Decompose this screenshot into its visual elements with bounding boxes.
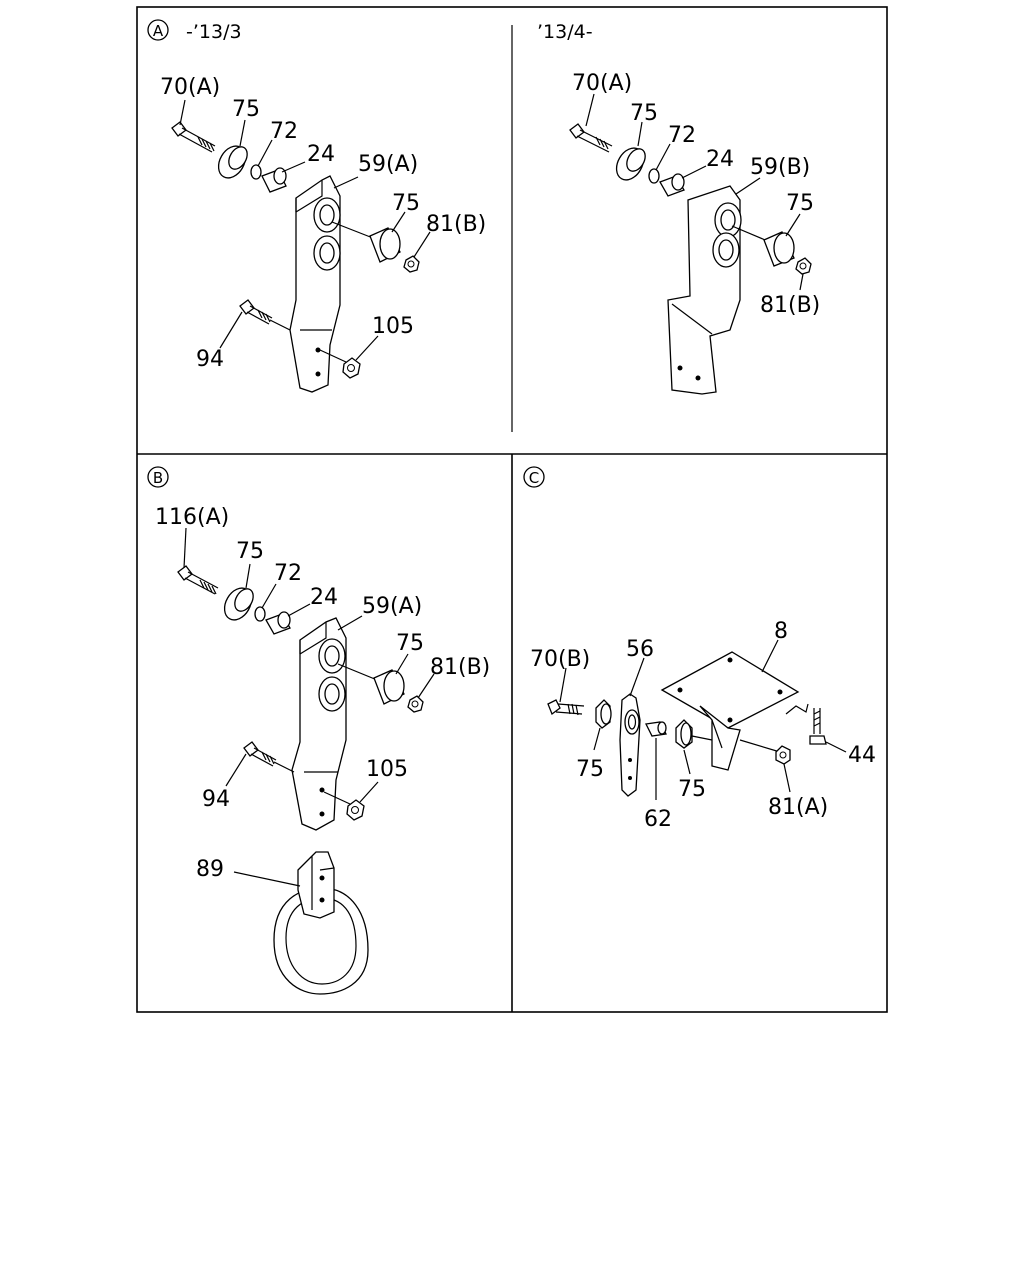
callout-bolt: 70(B) (530, 647, 590, 672)
pin-icon (645, 721, 667, 737)
callout-nut-2: 105 (366, 757, 408, 782)
rubber-bush-icon (675, 719, 713, 749)
callout-screw: 44 (848, 743, 876, 768)
washer-icon (250, 164, 262, 180)
flange-nut-icon (323, 791, 365, 821)
callout-bush: 75 (786, 191, 814, 216)
washer-icon (648, 168, 660, 184)
callout-clamp: 89 (196, 857, 224, 882)
callout-nut-2: 105 (372, 314, 414, 339)
spacer-icon (265, 611, 291, 635)
callout-bush: 75 (678, 777, 706, 802)
callout-spacer: 24 (706, 147, 734, 172)
diagram-frame (136, 6, 888, 1013)
nut-icon (775, 745, 791, 765)
svg-text:A: A (153, 22, 164, 40)
callout-collar: 75 (630, 101, 658, 126)
bracket-icon (667, 185, 742, 395)
callout-spacer: 24 (307, 142, 335, 167)
collar-icon (615, 147, 646, 181)
callout-pin: 62 (644, 807, 672, 832)
rubber-bush-icon (337, 663, 405, 705)
callout-collar: 75 (232, 97, 260, 122)
collar-icon (223, 587, 254, 621)
callout-washer: 72 (668, 123, 696, 148)
panel-a-left: A -’13/3 70(A) 75 72 24 (147, 19, 486, 393)
callout-bolt-2: 94 (196, 347, 224, 372)
screw-icon (785, 703, 827, 745)
callout-nut: 81(B) (760, 293, 820, 318)
callout-bush: 75 (396, 631, 424, 656)
flange-nut-icon (319, 349, 361, 379)
spacer-icon (261, 167, 287, 193)
nut-icon (795, 257, 812, 275)
svg-text:C: C (529, 469, 539, 487)
callout-collar: 75 (576, 757, 604, 782)
callout-bush: 75 (392, 191, 420, 216)
callout-bracket: 59(A) (358, 152, 418, 177)
bolt-icon (569, 123, 613, 153)
callout-bolt: 70(A) (572, 71, 632, 96)
callout-nut: 81(B) (430, 655, 490, 680)
callout-hanger: 56 (626, 637, 654, 662)
mounting-plate-icon (660, 651, 800, 771)
panel-c-marker: C (523, 466, 545, 488)
callout-washer: 72 (270, 119, 298, 144)
callout-spacer: 24 (310, 585, 338, 610)
callout-washer: 72 (274, 561, 302, 586)
panel-a-right-caption: ’13/4- (537, 21, 593, 43)
panel-b-marker: B (147, 466, 169, 488)
bracket-icon (289, 175, 341, 393)
panel-a-marker: A (147, 19, 169, 41)
callout-bolt-2: 94 (202, 787, 230, 812)
callout-bolt: 70(A) (160, 75, 220, 100)
bolt-icon (243, 741, 295, 773)
collar-icon (217, 145, 248, 179)
panel-a-left-caption: -’13/3 (186, 21, 242, 43)
callout-plate: 8 (774, 619, 788, 644)
exhaust-clamp-icon (273, 851, 369, 995)
spacer-icon (659, 173, 685, 197)
panel-b: B 116(A) 75 72 24 (147, 466, 490, 995)
bolt-icon (239, 299, 291, 331)
callout-nut: 81(B) (426, 212, 486, 237)
callout-nut: 81(A) (768, 795, 828, 820)
svg-text:B: B (153, 469, 163, 487)
rubber-bush-icon (731, 225, 795, 267)
collar-icon (595, 699, 612, 729)
callout-bracket: 59(A) (362, 594, 422, 619)
washer-icon (254, 606, 266, 622)
hanger-bracket-icon (619, 693, 641, 797)
panel-a-right: ’13/4- 70(A) 75 72 24 (537, 21, 820, 395)
bolt-icon (177, 565, 219, 595)
nut-icon (407, 695, 424, 713)
callout-collar: 75 (236, 539, 264, 564)
panel-c: C 70(B) 75 56 (523, 466, 876, 832)
bolt-icon (171, 121, 216, 153)
nut-icon (403, 255, 420, 273)
callout-bracket: 59(B) (750, 155, 810, 180)
rubber-bush-icon (331, 221, 401, 263)
callout-bolt: 116(A) (155, 505, 229, 530)
bolt-icon (547, 699, 585, 716)
bracket-icon (291, 617, 347, 831)
